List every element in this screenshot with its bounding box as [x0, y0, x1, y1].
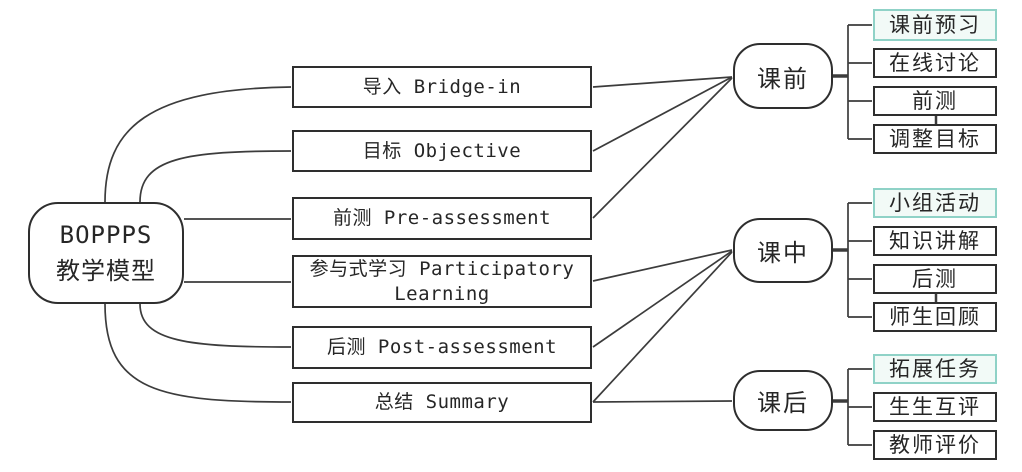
item-label: 师生回顾 — [889, 304, 981, 329]
connector-participatory-kezhong — [592, 249, 733, 282]
stage-label: 后测 Post-assessment — [326, 336, 558, 359]
stage-label: 参与式学习 Participatory Learning — [309, 257, 575, 305]
stage-box-objective: 目标 Objective — [292, 130, 592, 172]
connector-root-objective — [139, 150, 292, 203]
phase-label: 课前 — [757, 64, 809, 93]
item-label: 知识讲解 — [889, 228, 981, 253]
phase-node-kehou: 课后 — [733, 370, 833, 431]
item-label: 调整目标 — [889, 126, 981, 151]
connector-root-bridge-in — [104, 86, 292, 203]
root-label-line1: BOPPPS — [59, 221, 153, 249]
item-box-shisheng-huigu: 师生回顾 — [873, 302, 997, 332]
item-label: 教师评价 — [889, 432, 981, 457]
item-label: 拓展任务 — [889, 356, 981, 381]
item-label: 生生互评 — [889, 394, 981, 419]
phase-node-kezhong: 课中 — [733, 218, 833, 283]
root-label-line2: 教学模型 — [56, 257, 156, 285]
item-label: 前测 — [912, 88, 958, 113]
connector-bridge-in-keqian — [592, 76, 733, 88]
connector-root-summary — [104, 303, 292, 403]
stage-box-summary: 总结 Summary — [292, 382, 592, 423]
stage-label: 总结 Summary — [374, 391, 510, 414]
stage-label: 目标 Objective — [362, 139, 522, 162]
phase-label: 课中 — [757, 239, 809, 267]
item-box-jiaoshi-pingjia: 教师评价 — [873, 430, 997, 460]
connector-summary-kehou — [592, 400, 733, 403]
stage-box-bridge-in: 导入 Bridge-in — [292, 66, 592, 108]
item-label: 后测 — [912, 266, 958, 291]
phase-label: 课后 — [757, 389, 809, 417]
stage-label: 前测 Pre-assessment — [332, 207, 552, 230]
item-box-qiance: 前测 — [873, 86, 997, 116]
item-box-tiaozheng-mubiao: 调整目标 — [873, 124, 997, 154]
stage-box-pre-assessment: 前测 Pre-assessment — [292, 197, 592, 240]
stage-label: 导入 Bridge-in — [362, 75, 522, 98]
item-box-xiaozu-huodong: 小组活动 — [873, 188, 997, 218]
phase-node-keqian: 课前 — [733, 43, 833, 109]
item-box-zhishi-jiangjie: 知识讲解 — [873, 226, 997, 256]
connector-post-assessment-kezhong — [592, 250, 733, 348]
item-box-shengsheng-huping: 生生互评 — [873, 392, 997, 422]
item-label: 小组活动 — [889, 190, 981, 215]
connector-summary-kezhong — [592, 251, 733, 403]
root-node-bopps: BOPPPS 教学模型 — [28, 202, 184, 304]
item-label: 在线讨论 — [889, 50, 981, 75]
connector-pre-assessment-keqian — [592, 77, 733, 219]
item-box-tuozhan-renwu: 拓展任务 — [873, 354, 997, 384]
stage-box-participatory-learning: 参与式学习 Participatory Learning — [292, 255, 592, 308]
item-box-zaixian-taolun: 在线讨论 — [873, 48, 997, 78]
item-label: 课前预习 — [889, 12, 981, 37]
connector-root-post-assessment — [139, 303, 292, 348]
connector-objective-keqian — [592, 76, 733, 152]
item-box-kegian-yuxi: 课前预习 — [873, 9, 997, 41]
item-box-houce: 后测 — [873, 264, 997, 294]
stage-box-post-assessment: 后测 Post-assessment — [292, 326, 592, 369]
